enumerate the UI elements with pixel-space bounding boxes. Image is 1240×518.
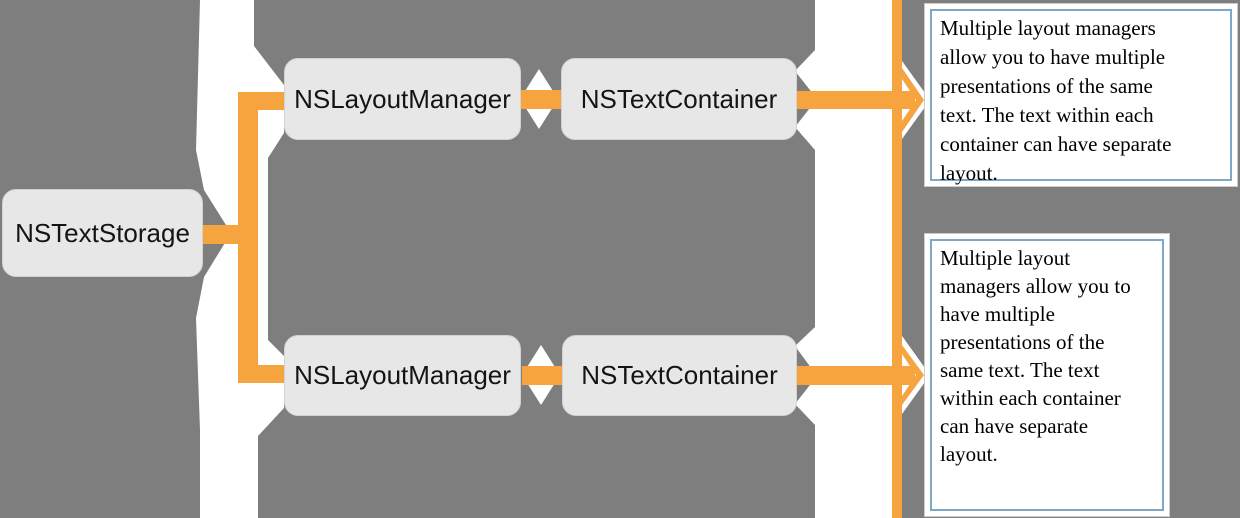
left-vertical-line	[238, 92, 258, 383]
node-nslayoutmanager-bottom: NSLayoutManager	[284, 335, 521, 416]
node-nslayoutmanager-top: NSLayoutManager	[284, 58, 521, 140]
note-box-bottom: Multiple layout managers allow you to ha…	[924, 233, 1170, 517]
note-box-top-text: Multiple layout managers allow you to ha…	[930, 9, 1232, 185]
top-branch-line	[238, 92, 284, 110]
node-nslayoutmanager-bottom-label: NSLayoutManager	[294, 360, 511, 390]
node-nstextcontainer-bottom-label: NSTextContainer	[581, 360, 778, 390]
node-nstextcontainer-bottom: NSTextContainer	[562, 335, 797, 416]
note-box-top: Multiple layout managers allow you to ha…	[924, 3, 1238, 187]
bottom-branch-line	[238, 365, 284, 383]
right-rail-line	[892, 0, 902, 518]
bottom-container-output-line	[793, 366, 915, 385]
note-box-bottom-text: Multiple layout managers allow you to ha…	[930, 239, 1164, 511]
node-nstextstorage-label: NSTextStorage	[15, 217, 190, 248]
top-container-output-line	[793, 91, 915, 109]
top-manager-container-line	[521, 90, 562, 109]
node-nstextcontainer-top-label: NSTextContainer	[580, 83, 778, 114]
bottom-manager-container-line	[522, 366, 562, 385]
storage-branch-line	[203, 225, 238, 244]
node-nstextstorage: NSTextStorage	[2, 189, 203, 277]
node-nslayoutmanager-top-label: NSLayoutManager	[294, 83, 511, 114]
node-nstextcontainer-top: NSTextContainer	[561, 58, 797, 140]
